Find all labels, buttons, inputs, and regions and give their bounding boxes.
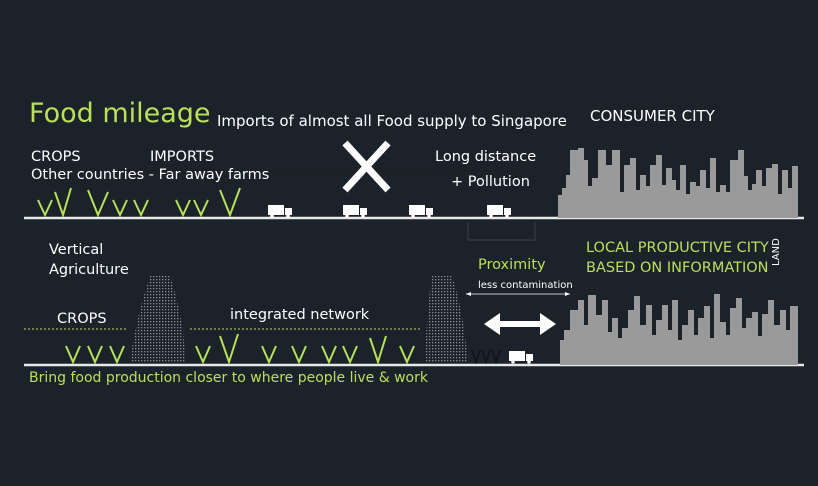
arrow-head-icon	[466, 292, 471, 296]
double-arrow-icon	[484, 313, 556, 335]
imports-label: IMPORTS	[150, 149, 215, 165]
truck-icon	[487, 205, 511, 218]
local-city-label-2: BASED ON INFORMATION	[586, 260, 769, 276]
vertical-label: Vertical	[49, 242, 104, 258]
truck-icon	[268, 205, 292, 218]
long-distance-label: Long distance	[435, 149, 537, 165]
truck-icon	[509, 351, 533, 364]
integrated-network-label: integrated network	[230, 307, 370, 323]
crops-label-top: CROPS	[31, 149, 81, 165]
vertical-farm-tower	[425, 276, 468, 363]
other-countries-label: Other countries - Far away farms	[31, 167, 270, 183]
city-skyline-top	[558, 148, 798, 218]
bracket-line	[467, 222, 536, 241]
arrow-head-icon	[565, 292, 570, 296]
truck-icon	[343, 205, 367, 218]
page-title: Food mileage	[29, 98, 211, 129]
bring-food-caption: Bring food production closer to where pe…	[29, 370, 428, 386]
crops-top	[37, 187, 241, 219]
land-label: LAND	[771, 238, 782, 266]
agriculture-label: Agriculture	[49, 262, 129, 278]
local-city-label-1: LOCAL PRODUCTIVE CITY	[586, 240, 769, 256]
consumer-city-label: CONSUMER CITY	[590, 107, 715, 125]
less-contamination-label: less contamination	[478, 280, 573, 291]
vertical-farm-tower	[130, 276, 186, 363]
pollution-label: + Pollution	[451, 174, 530, 190]
crops-bottom	[65, 333, 415, 366]
imports-heading: Imports of almost all Food supply to Sin…	[217, 112, 567, 130]
city-skyline-bottom	[560, 294, 798, 365]
truck-icon	[409, 205, 433, 218]
proximity-label: Proximity	[478, 257, 546, 273]
crops-label-bottom: CROPS	[57, 311, 107, 327]
cross-icon	[342, 140, 391, 193]
crops-near-city	[471, 349, 501, 365]
